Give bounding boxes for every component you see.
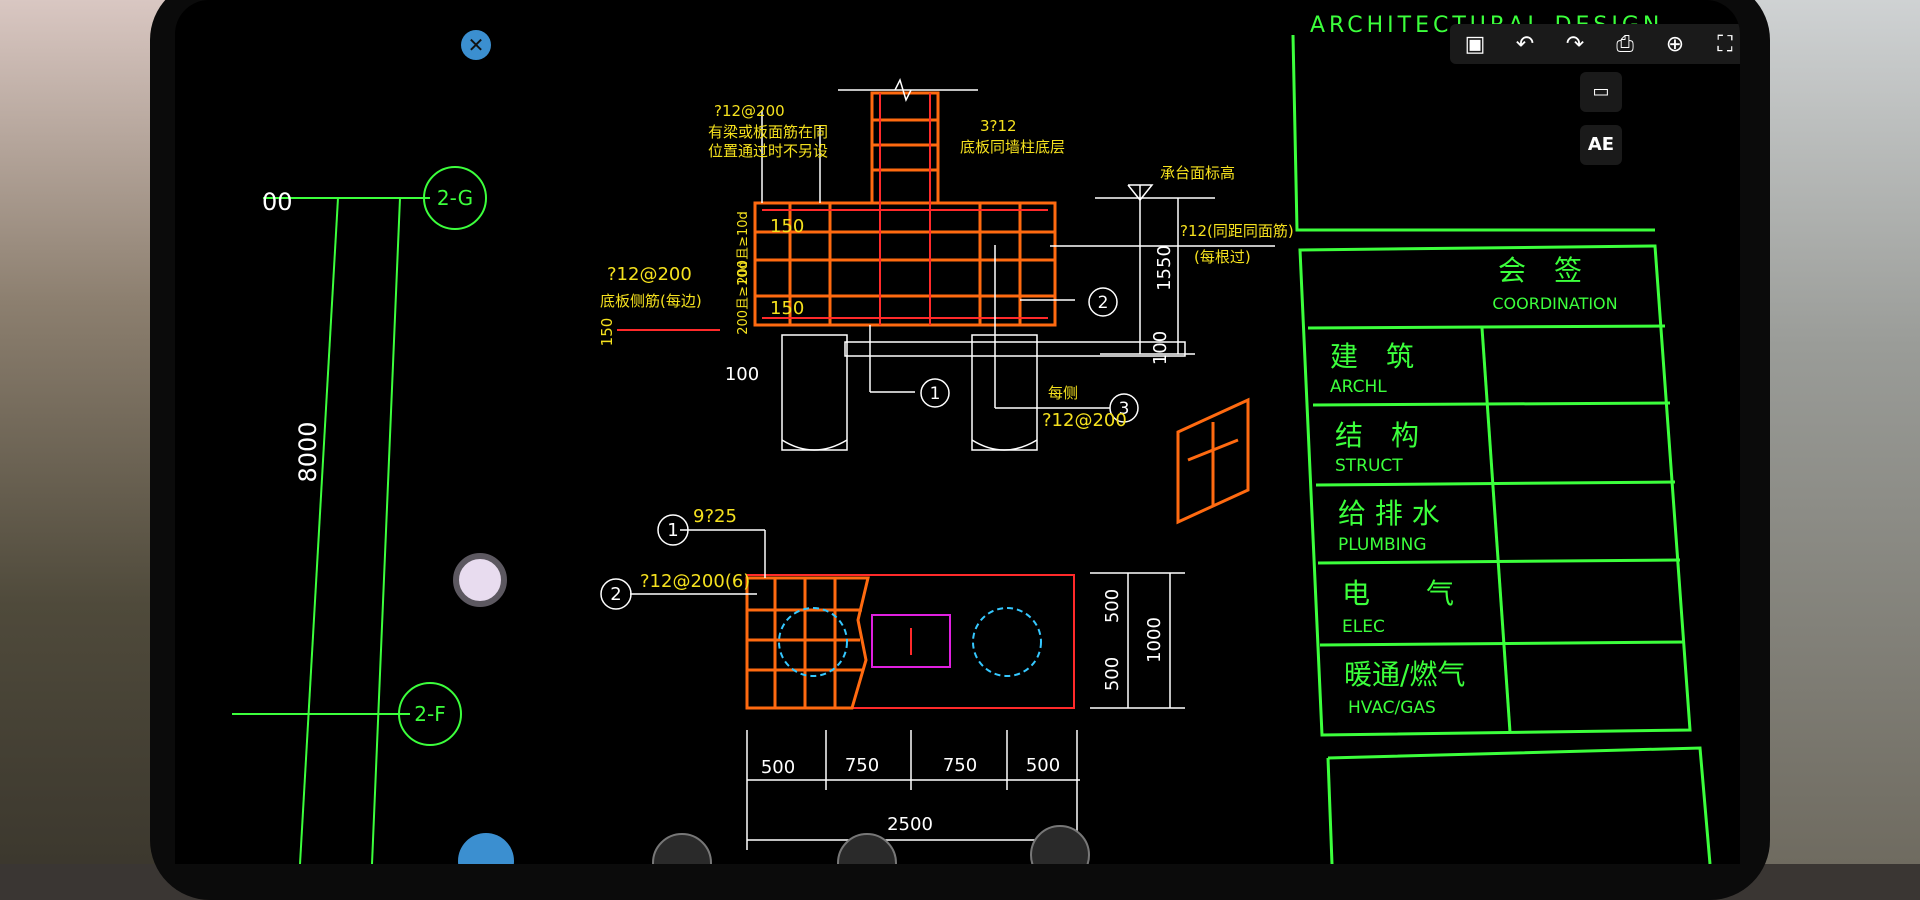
section-col-label-1: 3?12 xyxy=(980,117,1017,135)
section-marker-1: 1 xyxy=(930,384,941,404)
section-top-label-1: ?12@200 xyxy=(714,102,785,120)
vertical-dim-8000: 8000 xyxy=(294,421,322,482)
plan-label-1: 9?25 xyxy=(693,506,737,527)
plan-total-dim: 2500 xyxy=(887,814,933,835)
plan-marker-2: 2 xyxy=(610,584,621,605)
row-plumbing-en: PLUMBING xyxy=(1338,535,1427,555)
row-elec-en: ELEC xyxy=(1342,617,1385,637)
section-top-label-3: 位置通过时不另设 xyxy=(708,142,828,160)
row-hvac-en: HVAC/GAS xyxy=(1348,698,1436,718)
dim-100-right: 100 xyxy=(1150,331,1171,365)
row-plumbing-cn: 给 排 水 xyxy=(1338,497,1440,530)
side-label-2: 底板侧筋(每边) xyxy=(600,292,702,310)
plan-dim-1000: 1000 xyxy=(1144,617,1165,663)
right-label-2: (每根过) xyxy=(1194,248,1251,266)
text-tool-button[interactable]: AE xyxy=(1580,125,1622,165)
plan-drawing: 1 2 500 500 1000 500 750 750 500 2500 9?… xyxy=(600,506,1185,850)
section-top-label-2: 有梁或板面筋在同 xyxy=(708,123,828,141)
door-symbol xyxy=(1176,397,1250,525)
zoom-icon[interactable]: ⊕ xyxy=(1665,31,1685,57)
coordination-title-en: COORDINATION xyxy=(1492,294,1617,313)
undo-icon[interactable]: ↶ xyxy=(1515,31,1535,57)
section-marker-2: 2 xyxy=(1098,293,1109,313)
row-hvac-cn: 暖通/燃气 xyxy=(1344,658,1465,691)
floating-assistive-button[interactable] xyxy=(453,553,507,607)
dim-200a: 200且≥10d xyxy=(736,211,751,285)
row-struct-cn: 结 构 xyxy=(1335,419,1419,452)
comment-button[interactable]: ▭ xyxy=(1580,72,1622,112)
dim-200b: 200且≥10d xyxy=(736,261,751,335)
print-icon[interactable]: ⎙ xyxy=(1616,31,1634,57)
plan-dim-500-a: 500 xyxy=(761,757,795,778)
each-side-label: 每侧 xyxy=(1048,384,1078,402)
top-toolbar: ▣ ↶ ↷ ⎙ ⊕ ⛶ ••• xyxy=(1450,24,1740,64)
plan-marker-1: 1 xyxy=(667,520,678,541)
coordination-title-cn: 会 签 xyxy=(1498,254,1582,287)
row-archl-cn: 建 筑 xyxy=(1330,340,1414,373)
dim-150-top: 150 xyxy=(770,216,804,237)
plan-dim-750-b: 750 xyxy=(943,755,977,776)
plan-label-2: ?12@200(6) xyxy=(640,571,750,592)
plan-dim-750-a: 750 xyxy=(845,755,879,776)
plan-dim-500-b: 500 xyxy=(1026,755,1060,776)
row-archl-en: ARCHL xyxy=(1330,377,1387,397)
dim-100-left: 100 xyxy=(725,364,759,385)
plan-dim-500-top: 500 xyxy=(1102,589,1123,623)
axis-label-2g: 2-G xyxy=(437,186,473,210)
row-struct-en: STRUCT xyxy=(1335,456,1403,476)
cad-drawing-canvas[interactable]: 2-G 2-F 00 8000 xyxy=(175,0,1740,864)
axis-label-2f: 2-F xyxy=(414,702,445,726)
side-label-1: ?12@200 xyxy=(607,264,692,285)
redo-icon[interactable]: ↷ xyxy=(1565,31,1585,57)
top-left-dim: 00 xyxy=(262,188,293,216)
save-icon[interactable]: ▣ xyxy=(1464,31,1486,57)
text-tool-label: AE xyxy=(1587,134,1615,155)
title-block xyxy=(1291,34,1712,864)
section-drawing: 1 2 3 100 100 1550 ?12@200 有梁或板面筋在同 位置通过… xyxy=(598,77,1294,451)
section-col-label-2: 底板同墙柱底层 xyxy=(960,138,1065,156)
each-side-spec: ?12@200 xyxy=(1042,410,1127,431)
row-elec-cn: 电 气 xyxy=(1342,577,1454,610)
plan-dim-500-bot: 500 xyxy=(1102,657,1123,691)
right-label-1: ?12(同距同面筋) xyxy=(1180,222,1294,240)
dim-1550: 1550 xyxy=(1154,245,1175,291)
section-marker-3: 3 xyxy=(1119,399,1130,419)
axis-grid xyxy=(232,166,487,864)
side-dim-150: 150 xyxy=(598,318,616,347)
cad-viewer-screen[interactable]: 2-G 2-F 00 8000 xyxy=(175,0,1740,864)
comment-icon: ▭ xyxy=(1592,81,1610,102)
fullscreen-icon[interactable]: ⛶ xyxy=(1717,31,1733,57)
elev-label: 承台面标高 xyxy=(1160,164,1235,182)
close-button[interactable]: ✕ xyxy=(461,30,491,60)
dim-150-bot: 150 xyxy=(770,298,804,319)
